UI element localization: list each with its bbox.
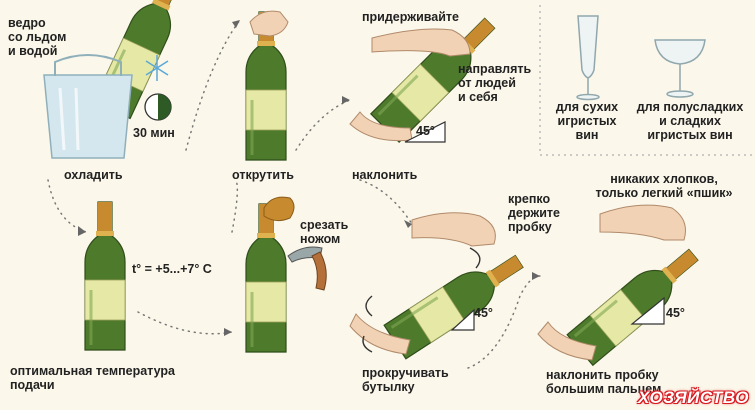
angle-marker-1 [404,121,446,143]
ice-bucket-label: ведро со льдом и водой [8,16,67,58]
serving-temp-label: оптимальная температура подачи [10,364,175,392]
hand-tilting-cork [537,204,686,361]
hold-cork-label: крепко держите пробку [508,192,560,234]
tilt-cork-label: наклонить пробку большим пальцем [546,368,662,396]
hold-label: придерживайте [362,10,460,24]
tilt-label: наклонить [352,168,418,182]
knife-icon [287,246,327,291]
unscrew-label: открутить [232,168,294,182]
foil-cut-bottle [244,202,288,354]
hand-holding-cork [349,28,471,142]
hand-icon [249,10,289,37]
champagne-coupe-icon [654,39,706,98]
champagne-flute-icon [576,15,600,101]
no-pops-label: никаких хлопков, только легкий «пшик» [595,172,733,200]
cut-knife-label: срезать ножом [300,218,349,246]
rotate-arrow-icon [362,247,481,353]
angle-label-3: 45° [666,306,685,320]
brand-logo: ХОЗЯЙСТВО [637,388,749,407]
rotate-bottle-label: прокручивать бутылку [362,366,449,394]
clock-icon [144,93,172,121]
serving-bottle [83,200,127,352]
snowflake-icon [145,55,169,81]
ice-bucket [43,54,133,159]
dry-wines-label: для сухих игристых вин [555,100,619,142]
chill-label: охладить [64,168,123,182]
chill-time-label: 30 мин [133,126,175,140]
point-away-label: направлять от людей и себя [458,62,532,104]
temperature-label: t° = +5...+7° C [132,262,212,276]
angle-label-1: 45° [416,124,435,138]
angle-label-2: 45° [474,306,493,320]
cork-icon [263,196,295,222]
angle-marker-2 [450,308,475,331]
hand-holding-cork-2 [349,212,496,355]
arrow-heads [78,20,540,336]
sweet-wines-label: для полусладких и сладких игристых вин [636,100,744,142]
angle-marker-3 [630,296,665,325]
